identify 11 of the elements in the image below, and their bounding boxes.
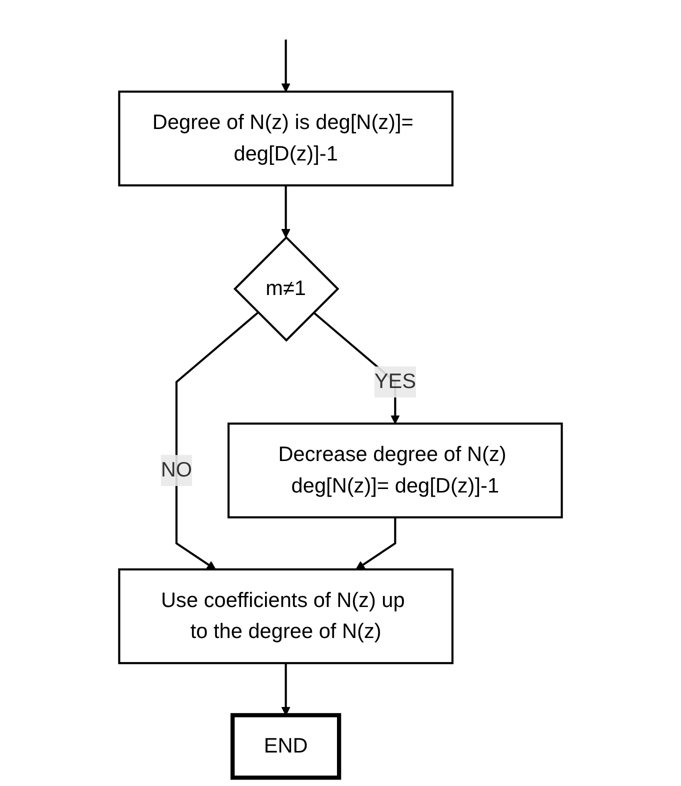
node-box: Use coefficients of N(z) up to the degree of N(z) [118, 568, 454, 664]
node-box: Degree of N(z) is deg[N(z)]= deg[D(z)]-1 [118, 90, 454, 186]
arrow [175, 312, 259, 570]
node-box: END [230, 713, 342, 780]
arrow [281, 185, 290, 238]
arrow [356, 517, 396, 570]
node-box: Decrease degree of N(z) deg[N(z)]= deg[D(z)]-1 [228, 422, 563, 518]
arrow [281, 40, 290, 92]
edge-label: NO [160, 459, 192, 482]
node-diamond: m≠1 [233, 236, 340, 342]
edge-label: YES [374, 370, 416, 394]
